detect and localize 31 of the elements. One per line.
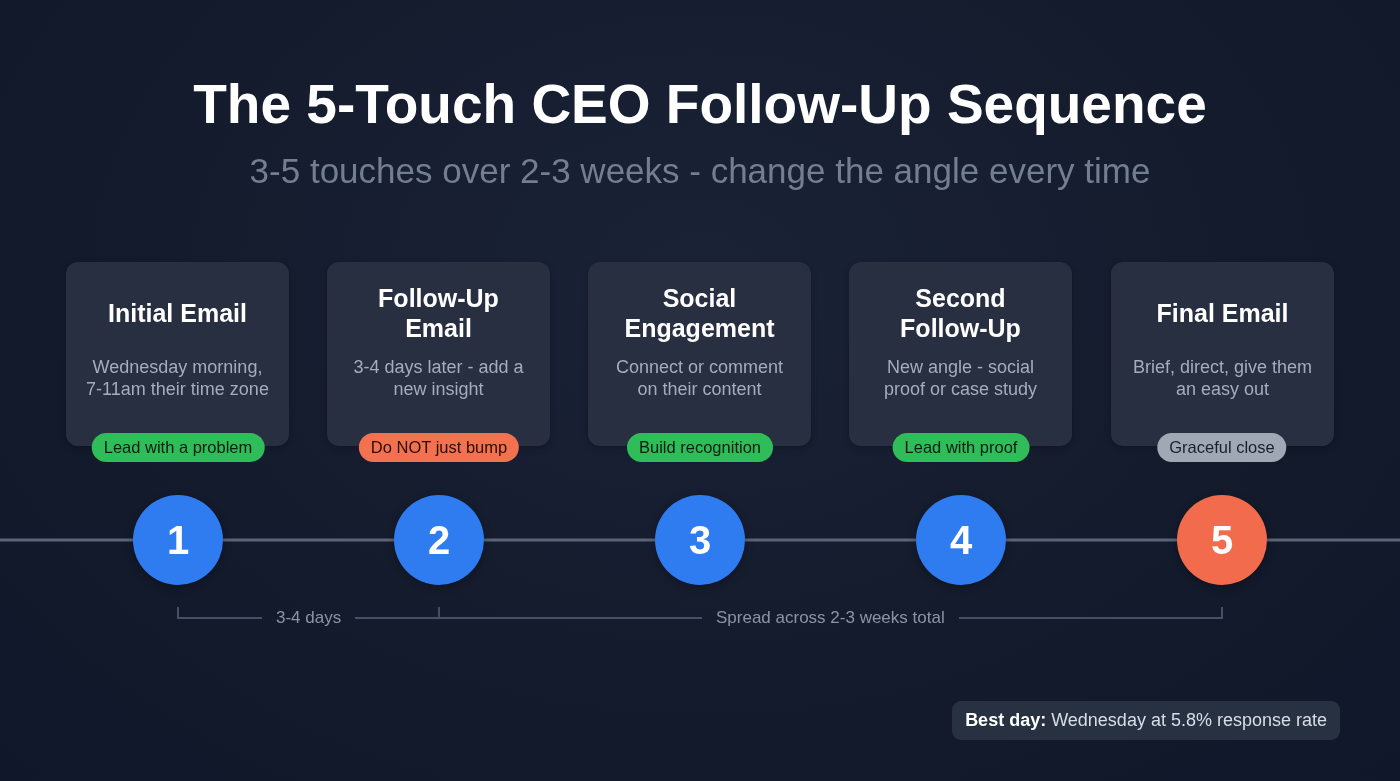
card-description: Brief, direct, give them an easy out — [1131, 356, 1314, 400]
card-title: Follow-Up Email — [377, 283, 500, 343]
step-number-circle: 4 — [916, 495, 1006, 585]
tag-pill: Graceful close — [1157, 433, 1287, 462]
tag-pill: Do NOT just bump — [358, 433, 520, 462]
card-title: Second Follow-Up — [899, 283, 1022, 343]
card-description: Connect or comment on their content — [614, 356, 785, 400]
card-title: Initial Email — [108, 298, 247, 328]
tag-pill: Lead with a problem — [91, 433, 265, 462]
dimension-label: Spread across 2-3 weeks total — [716, 607, 945, 629]
card-title: Social Engagement — [623, 283, 776, 343]
tag-pill: Lead with proof — [892, 433, 1030, 462]
timeline-line — [1006, 538, 1177, 542]
card-description: 3-4 days later - add a new insight — [352, 356, 525, 400]
step-number-circle: 5 — [1177, 495, 1267, 585]
step-number-circle: 3 — [655, 495, 745, 585]
timeline-line — [484, 538, 655, 542]
timeline-line — [1267, 538, 1400, 542]
diagram-title: The 5-Touch CEO Follow-Up Sequence — [193, 72, 1207, 136]
tag-pill: Build recognition — [627, 433, 773, 462]
card-description: Wednesday morning, 7-11am their time zone — [85, 356, 270, 400]
step-number-circle: 2 — [394, 495, 484, 585]
callout-note: Best day: Wednesday at 5.8% response rate — [952, 701, 1340, 740]
dimension-label: 3-4 days — [276, 607, 342, 629]
card-title: Final Email — [1156, 298, 1289, 328]
subtitle: 3-5 touches over 2-3 weeks - change the angle every time — [249, 150, 1151, 192]
timeline-line — [223, 538, 394, 542]
timeline-line — [0, 538, 133, 542]
timeline-line — [745, 538, 916, 542]
step-number-circle: 1 — [133, 495, 223, 585]
card-description: New angle - social proof or case study — [882, 356, 1039, 400]
